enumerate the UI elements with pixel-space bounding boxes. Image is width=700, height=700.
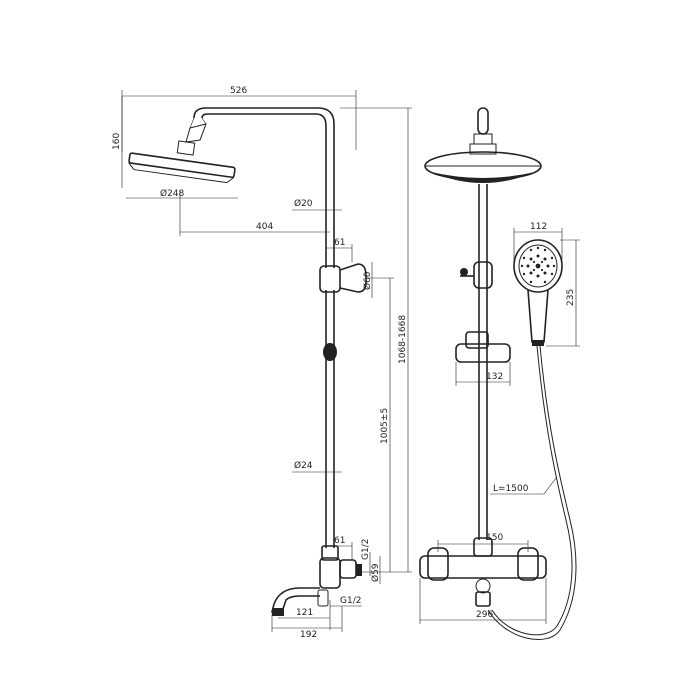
front-view [419,107,577,640]
inlet-bracket [339,559,357,579]
front-diverter-knob [460,268,468,276]
front-dimensions: 112 235 132 L=1500 150 296 [419,222,580,624]
hand-shower [513,239,563,346]
dim-head-height: 160 [112,133,122,150]
head-nut [176,140,196,156]
dim-total-height: 1068-1668 [398,315,408,364]
overhead-arm-inner [201,113,327,268]
dim-pipe-top-diameter: Ø20 [294,198,313,209]
dim-arm-offset: 404 [256,222,273,232]
inlet-nut [356,564,362,576]
dim-spout-thread: G1/2 [340,596,361,606]
shower-head-side [128,152,236,184]
front-slide-holder [455,343,511,363]
mixer-valve-body [419,555,547,579]
spout-nut [317,589,329,607]
slide-holder-knob [323,343,337,361]
shower-head-face [431,172,535,183]
upper-wall-bracket [339,263,367,293]
dim-valve-connector-width: 61 [334,536,345,546]
side-view [128,107,367,616]
mixer-center-knob [475,578,491,594]
top-collar [469,143,497,155]
overhead-arm-outer [193,107,335,268]
dim-valve-width: 296 [476,610,493,620]
dim-inlet-thread: G1/2 [361,539,371,560]
spout-tip [272,608,284,616]
dim-inlet-diameter: Ø59 [370,563,381,582]
dim-spout-offset: 121 [296,608,313,618]
upper-connector [319,265,341,293]
hand-shower-handle [527,289,549,343]
dim-head-diameter: Ø248 [160,188,185,199]
spray-nozzles [520,246,556,284]
valve-body [319,557,341,589]
side-dimensions: 526 160 Ø248 Ø20 404 61 Ø60 1068-1668 10… [112,86,412,640]
top-nut [473,133,493,145]
dim-hose-length: L=1500 [493,484,529,494]
front-spout [475,591,491,607]
front-slide-clamp [465,331,489,349]
arm-joint [185,123,207,143]
dim-connector-width: 61 [334,238,345,248]
top-stub [477,107,489,135]
dim-arm-width: 526 [230,86,247,96]
dim-pipe-low-diameter: Ø24 [294,460,313,471]
dim-valve-centers: 150 [486,533,503,543]
shower-hose [487,345,577,640]
front-upper-connector [473,261,493,289]
dim-pipe-height: 1005±5 [380,408,390,444]
dim-handshower-width: 112 [530,222,547,232]
mixer-left-handle [427,547,449,581]
dim-handshower-height: 235 [566,289,576,306]
mixer-top-connector [473,537,493,557]
dim-holder-width: 132 [486,372,503,382]
hand-shower-end [532,340,544,346]
dim-connector-diameter: Ø60 [362,271,373,290]
mixer-right-handle [517,547,539,581]
dim-spout-length: 192 [300,630,317,640]
